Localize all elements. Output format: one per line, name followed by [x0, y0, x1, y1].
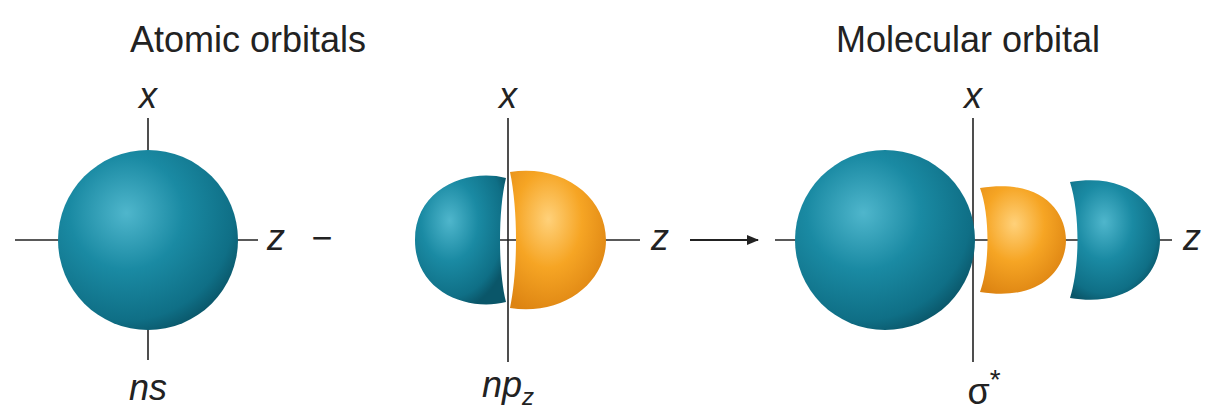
axis-lines — [15, 118, 1172, 362]
axis-label: z — [267, 220, 285, 256]
orbital-label: npz — [482, 367, 534, 409]
axis-label: x — [499, 78, 517, 114]
axis-label: x — [964, 78, 982, 114]
section-heading: Atomic orbitals — [130, 22, 366, 58]
orbital-name: np — [482, 364, 522, 405]
mo-node-lobe — [980, 186, 1066, 294]
orbital-label: σ* — [967, 366, 1000, 410]
mo-s-lobe — [795, 150, 975, 330]
p-lobe-positive — [510, 171, 606, 309]
orbital-subscript: z — [522, 383, 534, 410]
axis-label: z — [651, 220, 669, 256]
p-lobe-negative — [415, 176, 506, 305]
axis-label: x — [139, 78, 157, 114]
reaction-arrow — [690, 239, 758, 241]
orbital-name: ns — [129, 370, 167, 406]
axis-label: z — [1183, 220, 1201, 256]
orbital-superscript: * — [990, 364, 1001, 395]
s-orbital — [58, 150, 238, 330]
minus-sign: − — [311, 220, 332, 256]
mo-p-lobe — [1070, 180, 1160, 300]
orbital-name: σ — [967, 371, 989, 412]
section-heading: Molecular orbital — [836, 22, 1100, 58]
